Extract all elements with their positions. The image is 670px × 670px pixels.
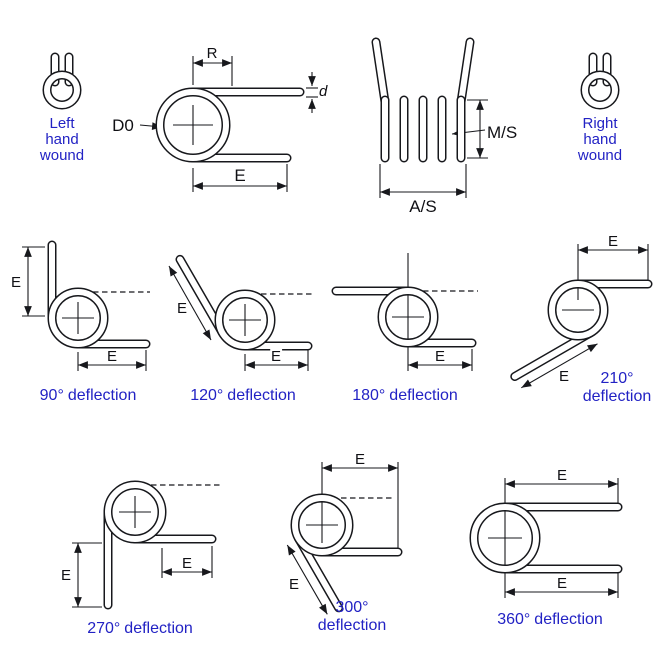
- front-view-dimension-lines: [139, 56, 318, 192]
- dim-label-E: E: [289, 576, 299, 593]
- deflection-360-dimension-lines: [488, 478, 619, 598]
- dim-label-E: E: [608, 233, 618, 250]
- side-view-dimension-lines: [379, 99, 488, 198]
- right-wound-label-line3: wound: [577, 147, 622, 164]
- deflection-label-360: 360°deflection: [497, 611, 603, 628]
- deflection-270: E E 270°deflection: [59, 480, 222, 637]
- deflection-label-180: 180°deflection: [352, 387, 458, 404]
- left-wound-symbol: [42, 52, 82, 110]
- deflection-90: E E 90°deflection: [9, 240, 151, 404]
- deflection-label-90: 90°deflection: [40, 387, 137, 404]
- deflection-label-270: 270°deflection: [87, 620, 193, 637]
- deflection-300: E E 300° deflection: [286, 449, 403, 634]
- deflection-label-210-word: deflection: [583, 388, 652, 405]
- left-wound-label-line2: hand: [45, 131, 78, 148]
- left-wound-label-line3: wound: [39, 147, 84, 164]
- right-wound-symbol: [580, 52, 620, 110]
- right-wound-label-line2: hand: [583, 131, 616, 148]
- dim-label-E: E: [61, 567, 71, 584]
- dim-label-E: E: [271, 348, 281, 365]
- dim-label-D0: D0: [112, 116, 134, 135]
- dim-label-AS: A/S: [409, 197, 436, 216]
- left-wound-label-line1: Left: [49, 115, 75, 132]
- deflection-210: E E 210° deflection: [510, 231, 653, 405]
- deflection-270-dimension-lines: [72, 484, 222, 608]
- deflection-360: E E 360°deflection: [469, 465, 623, 628]
- dim-label-E: E: [234, 166, 245, 185]
- center-cross: [173, 105, 213, 145]
- deflection-label-300-angle: 300°: [335, 599, 368, 616]
- deflection-90-dimension-lines: [22, 246, 150, 371]
- dim-label-E: E: [355, 451, 365, 468]
- dim-label-E: E: [11, 274, 21, 291]
- dim-label-E: E: [107, 348, 117, 365]
- dim-label-E: E: [557, 467, 567, 484]
- deflection-120: E E 120°deflection: [168, 254, 314, 404]
- dim-label-E: E: [559, 368, 569, 385]
- deflection-300-dimension-lines: [286, 462, 399, 615]
- dim-label-E: E: [182, 555, 192, 572]
- right-wound-label-line1: Right: [582, 115, 618, 132]
- deflection-label-210-angle: 210°: [600, 370, 633, 387]
- deflection-180-dimension-lines: [392, 253, 478, 371]
- dim-label-d: d: [319, 83, 328, 100]
- front-view: R d D0 E: [110, 43, 330, 192]
- deflection-label-300-word: deflection: [318, 617, 387, 634]
- deflection-180: E 180°deflection: [331, 253, 478, 404]
- deflection-210-dimension-lines: [521, 244, 649, 389]
- dim-label-E: E: [177, 300, 187, 317]
- dim-label-E: E: [435, 348, 445, 365]
- deflection-120-dimension-lines: [168, 265, 314, 371]
- side-view: M/S A/S: [371, 37, 519, 218]
- dim-label-E: E: [557, 575, 567, 592]
- dim-label-MS: M/S: [487, 123, 517, 142]
- dim-label-R: R: [207, 45, 218, 62]
- deflection-label-120: 120°deflection: [190, 387, 296, 404]
